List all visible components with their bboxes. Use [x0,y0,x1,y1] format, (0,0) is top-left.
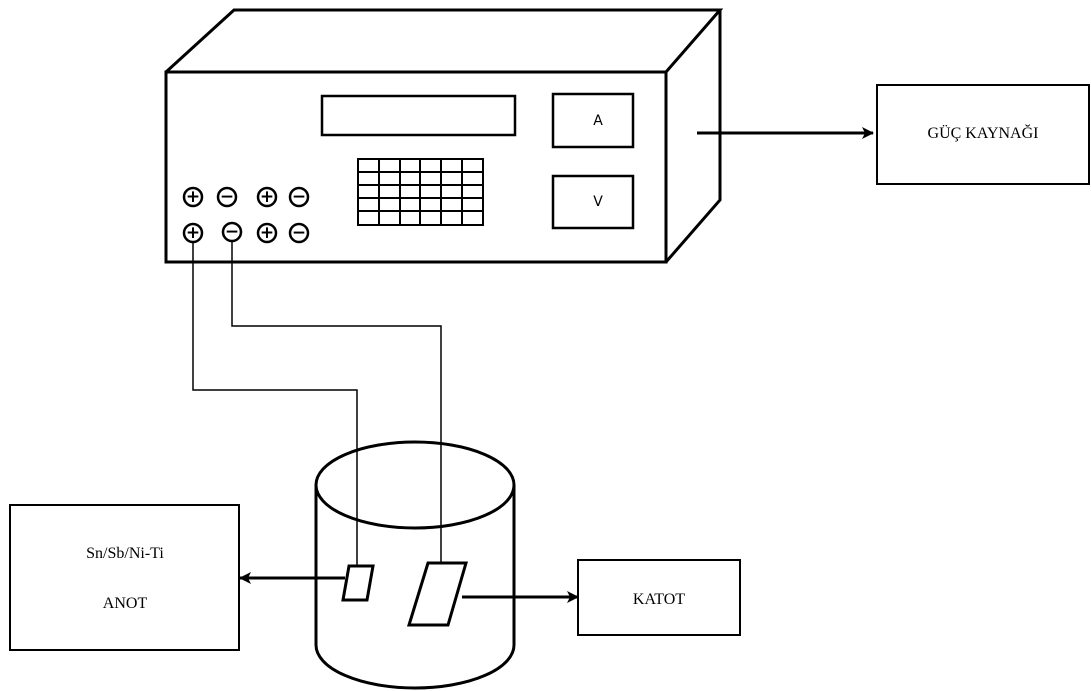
power-supply-label-box [876,84,1090,185]
anode-label-box [9,504,240,651]
power-supply-device [164,8,724,264]
terminal-negative [288,222,310,244]
device-top-face [164,8,724,74]
ammeter-label: A [593,113,603,129]
terminal-sign: − [220,187,234,207]
display-screen [320,94,517,137]
terminal-positive [182,186,204,208]
terminal-positive [256,186,278,208]
anode-wire [192,242,358,568]
terminal-negative [288,186,310,208]
voltmeter-label: V [593,194,603,210]
keypad [357,158,484,226]
terminal-sign: + [260,223,274,243]
cathode-electrode [406,561,468,627]
terminal-sign: + [186,187,200,207]
cathode-wire [231,241,442,565]
cathode-label-box [577,559,741,636]
electrolysis-cell [314,440,516,690]
terminal-row-1 [182,186,310,208]
cell-body [314,485,516,690]
terminal-row-2 [182,221,310,244]
terminal-positive [256,222,278,244]
device-front-face [164,70,668,264]
anode-material-label: Sn/Sb/Ni-Ti [86,545,164,562]
terminal-sign: + [186,223,200,243]
anode-electrode [341,564,375,602]
voltmeter-box [551,174,635,230]
power-supply-label: GÜÇ KAYNAĞI [928,123,1039,142]
terminal-sign: + [260,187,274,207]
cell-top-rim [314,440,516,530]
terminal-negative [216,186,238,208]
anode-label: ANOT [103,595,148,612]
cathode-label: KATOT [633,591,685,608]
terminal-sign: − [292,187,306,207]
ammeter-box [551,92,635,149]
terminal-sign: − [225,222,239,242]
terminal-sign: − [292,223,306,243]
device-side-face [664,10,722,263]
